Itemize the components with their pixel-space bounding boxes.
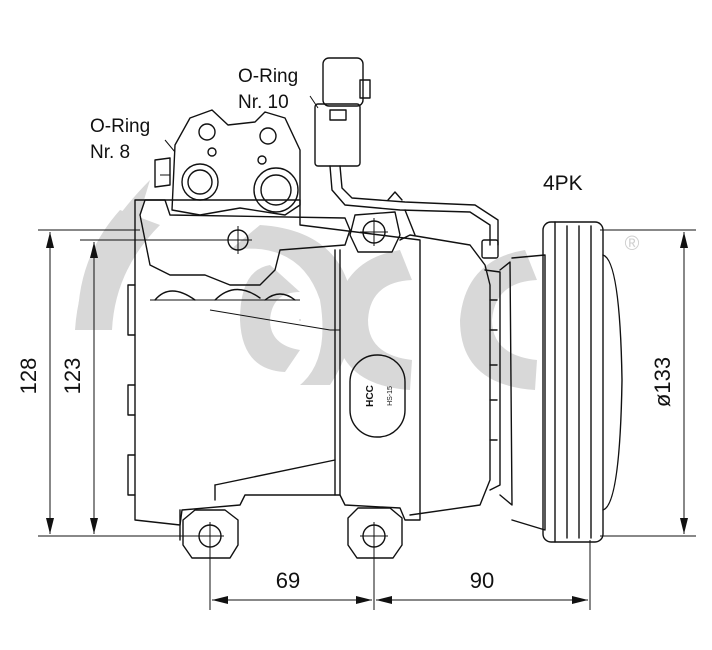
dim-128-label: 128 — [16, 358, 41, 395]
dim-90-label: 90 — [470, 568, 494, 593]
compressor-body — [127, 199, 546, 541]
oring-10-leader — [309, 95, 319, 109]
dimension-123: 123 — [60, 239, 225, 534]
mount-hole-lower-left — [182, 509, 239, 559]
oring-10-label-line1: O-Ring — [238, 66, 298, 87]
dim-133-label: ø133 — [650, 357, 675, 407]
oring-8-label-line2: Nr. 8 — [90, 142, 130, 163]
belt-type-label: 4PK — [543, 172, 583, 195]
oring-8-leader — [164, 139, 176, 153]
mount-hole-upper — [224, 226, 252, 254]
oring-10-label-line2: Nr. 10 — [238, 92, 289, 113]
dimension-pulley-diameter: ø133 — [600, 229, 696, 537]
dimension-128: 128 — [16, 229, 200, 537]
badge-brand-text: HCC — [365, 385, 376, 407]
hcc-badge: HCC HS-15 — [349, 354, 406, 438]
dimension-90: 90 — [376, 540, 591, 610]
dim-69-label: 69 — [276, 568, 300, 593]
fitting-block — [154, 109, 301, 216]
electrical-connector — [314, 57, 499, 259]
dim-123-label: 123 — [60, 358, 85, 395]
pulley — [542, 221, 623, 543]
dimension-69: 69 — [209, 550, 375, 610]
mount-hole-top-right — [349, 211, 401, 253]
oring-8-label-line1: O-Ring — [90, 116, 150, 137]
mount-hole-lower-right — [347, 507, 403, 559]
badge-model-text: HS-15 — [387, 386, 394, 406]
registered-mark: ® — [625, 233, 640, 255]
